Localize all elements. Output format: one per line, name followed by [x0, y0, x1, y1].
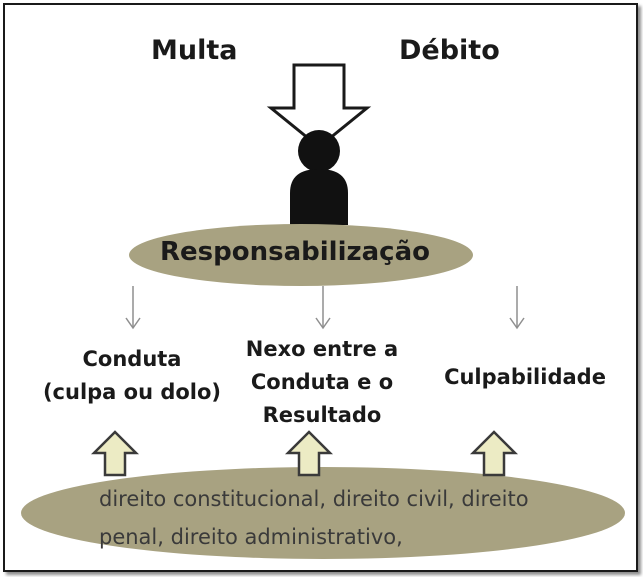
conduta-line-2: (culpa ou dolo): [42, 380, 222, 404]
culpabilidade-line-1: Culpabilidade: [444, 365, 606, 389]
diagram-graphics: [21, 63, 625, 559]
multa-label: Multa: [151, 35, 238, 66]
conduta-line-1: Conduta: [82, 347, 182, 371]
up-arrow-outline-icon: [90, 430, 140, 477]
debito-label: Débito: [399, 35, 500, 66]
responsabilizacao-label: Responsabilização: [160, 237, 430, 267]
culpabilidade-box: Culpabilidade: [425, 361, 625, 394]
down-arrow-outline-icon: [266, 63, 372, 149]
thin-down-arrow-icon: [125, 286, 141, 330]
legal-areas-ellipse: [21, 467, 625, 559]
nexo-box: Nexo entre a Conduta e o Resultado: [227, 333, 417, 432]
legal-areas-line-1: direito constitucional, direito civil, d…: [99, 487, 529, 511]
up-arrow-outline-icon: [284, 430, 334, 477]
up-arrow-outline-icon: [469, 430, 519, 477]
legal-areas-text: direito constitucional, direito civil, d…: [99, 480, 619, 556]
thin-down-arrow-icon: [509, 286, 525, 330]
responsabilizacao-ellipse: [129, 224, 473, 286]
thin-down-arrow-icon: [315, 286, 331, 330]
person-icon: [290, 130, 348, 225]
diagram-frame: Multa Débito Responsabilização Conduta (…: [3, 3, 638, 572]
nexo-line-1: Nexo entre a: [245, 337, 399, 361]
nexo-line-3: Resultado: [262, 403, 382, 427]
nexo-line-2: Conduta e o: [250, 370, 394, 394]
conduta-box: Conduta (culpa ou dolo): [23, 343, 241, 409]
legal-areas-line-2: penal, direito administrativo,: [99, 525, 403, 549]
